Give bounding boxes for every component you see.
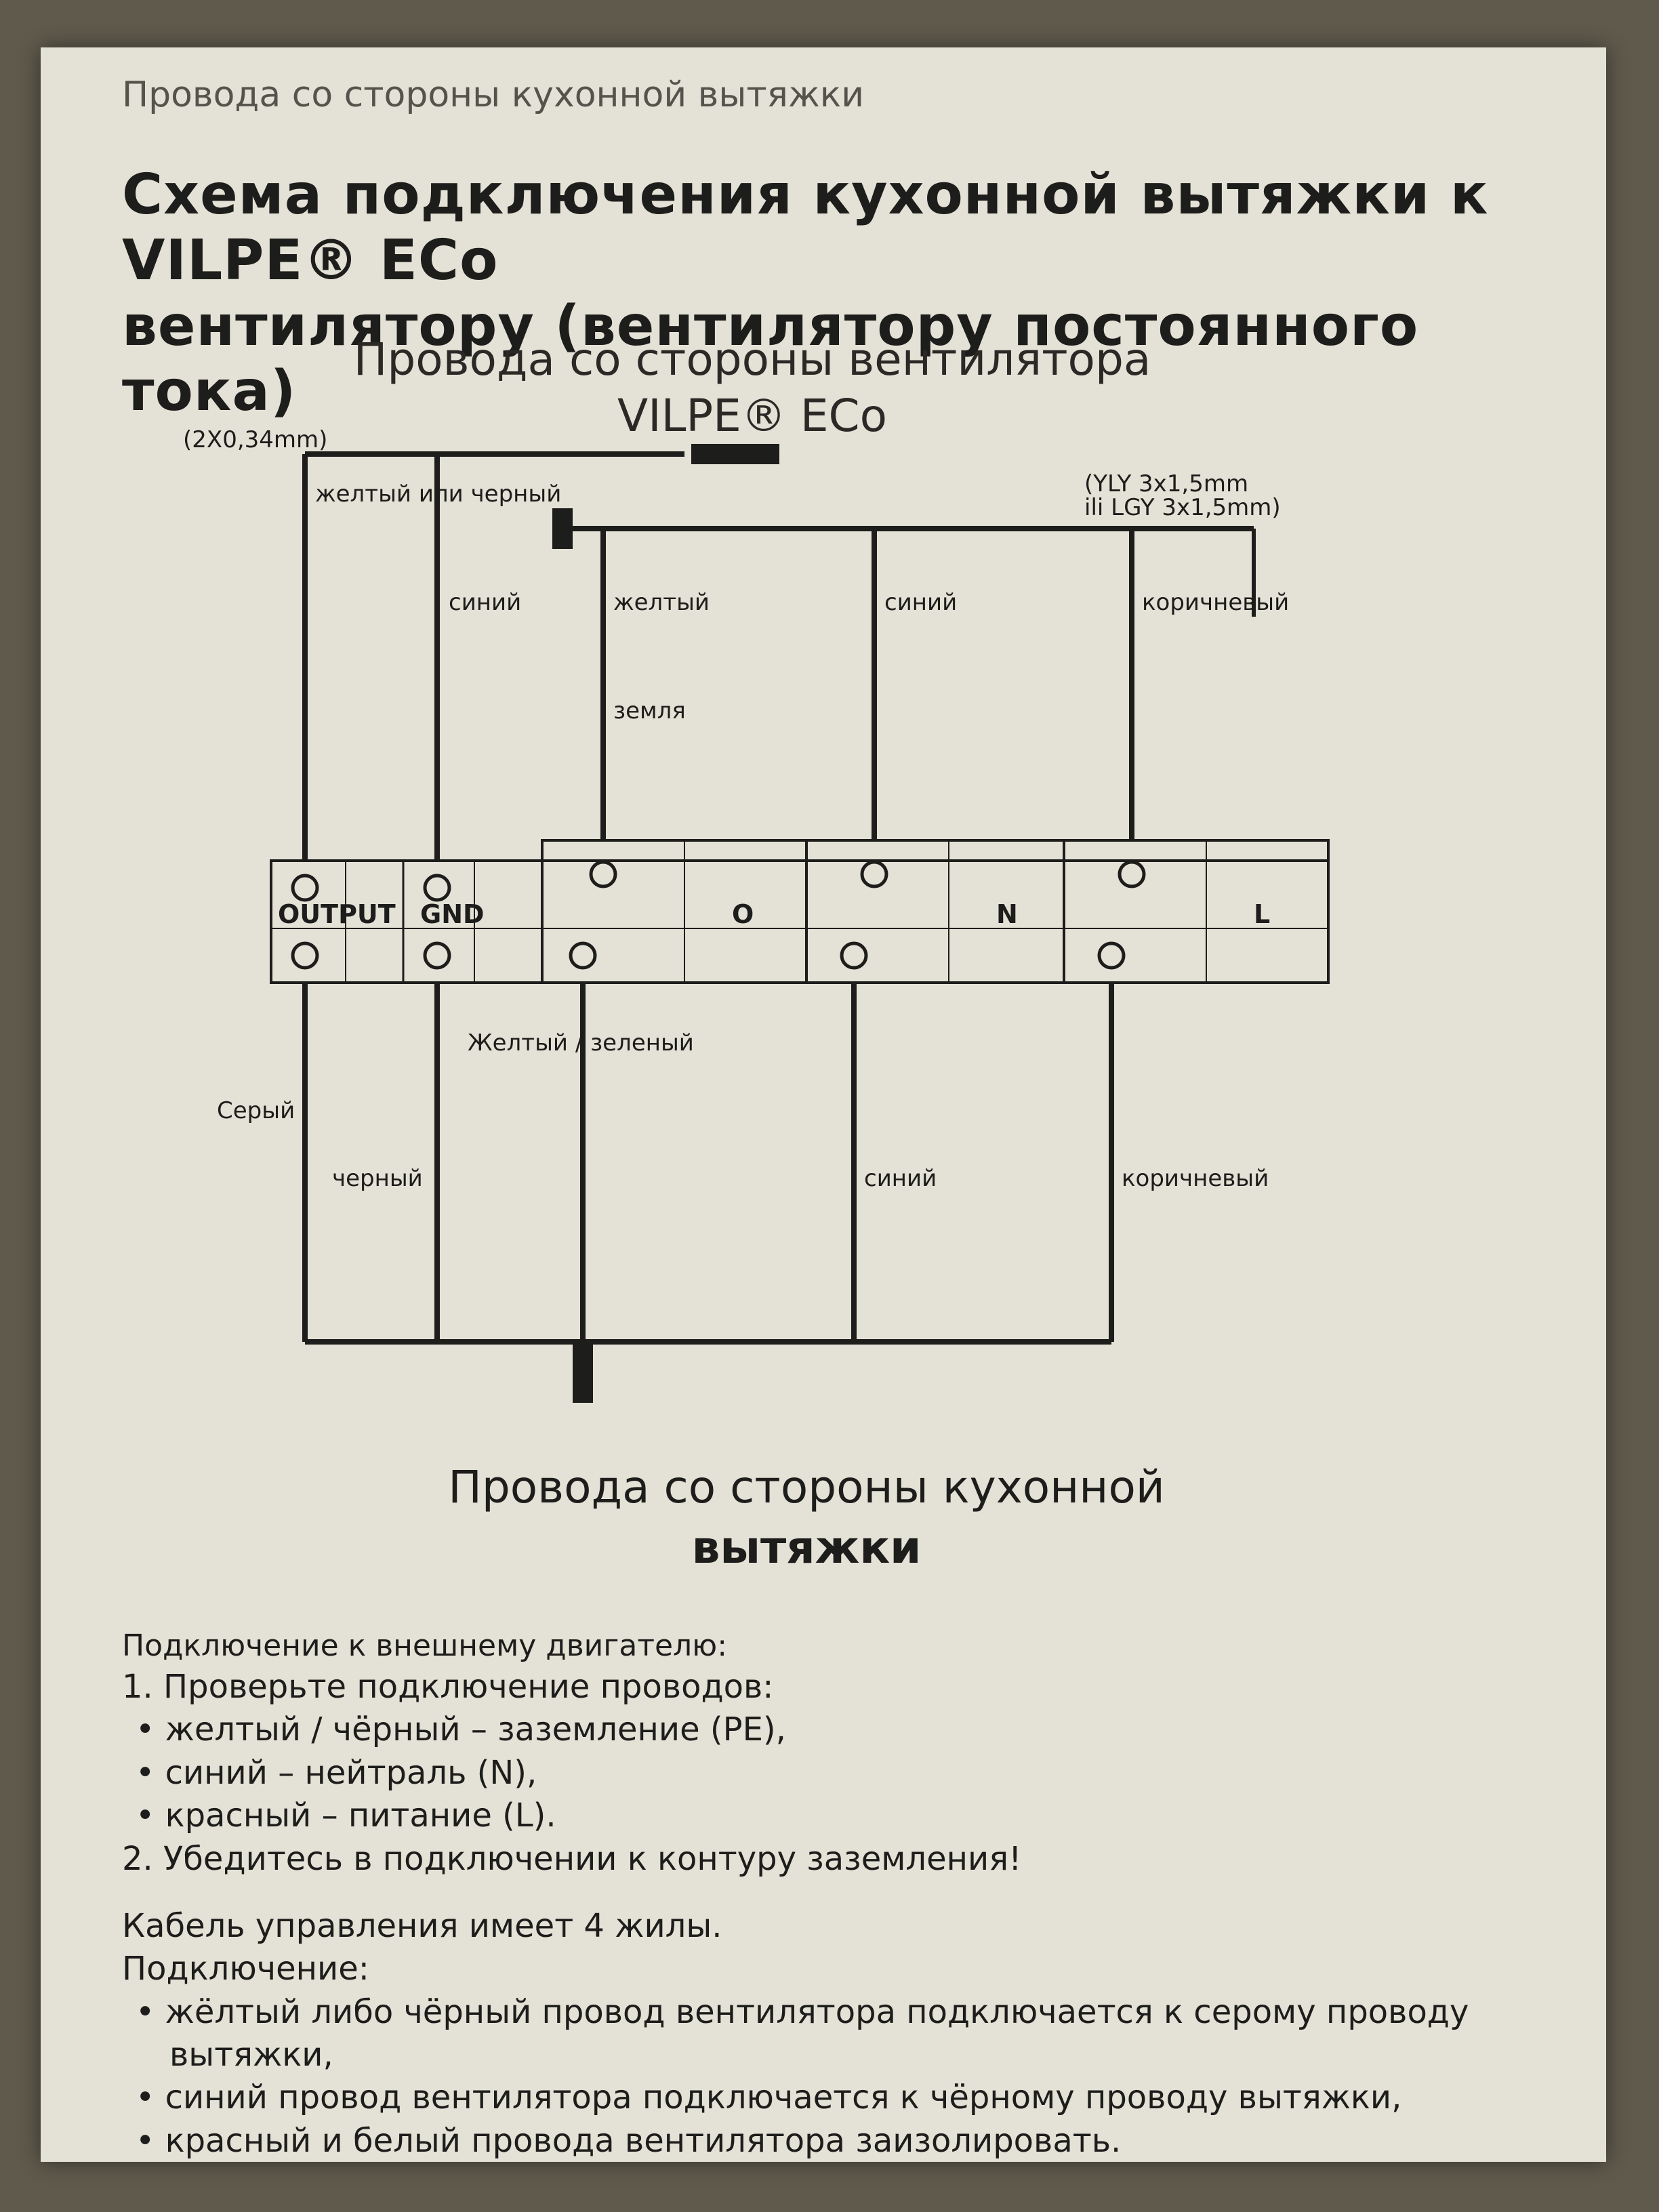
title-line-2: вентилятору (вентилятору постоянного ток… [122, 293, 1419, 424]
hood-wire-label: Желтый / зеленый [468, 1029, 694, 1057]
screw-icon [860, 860, 888, 888]
fan-wire-label: синий [449, 589, 521, 616]
bullet-text: красный и белый провода вентилятора заиз… [165, 2121, 1122, 2160]
terminal-label-n: N [996, 899, 1018, 929]
hood-wire-label: синий [864, 1165, 937, 1192]
fan-wire-label: земля [613, 697, 686, 724]
bullet-text: красный – питание (L). [165, 1797, 556, 1835]
screw-icon [840, 941, 868, 970]
terminal-label-l: L [1254, 899, 1270, 929]
hood-wire-label: коричневый [1122, 1165, 1269, 1192]
fan-control-cable-spec: (2X0,34mm) [183, 427, 327, 453]
bullet-text: синий – нейтраль (N), [165, 1753, 537, 1792]
terminal-label-gnd: GND [420, 899, 485, 929]
screw-icon [569, 941, 597, 970]
bullet-text: синий провод вентилятора подключается к … [165, 2078, 1402, 2117]
fan-wire-label: коричневый [1142, 589, 1289, 616]
instruction-bullet: • синий – нейтраль (N), [136, 1753, 537, 1792]
hood-wire-label: черный [332, 1165, 423, 1192]
instruction-step-2: 2. Убедитесь в подключении к контуру заз… [122, 1839, 1022, 1878]
connection-instructions: Подключение к внешнему двигателю: 1. Про… [122, 1626, 1532, 2162]
motor-connection-heading: Подключение к внешнему двигателю: [122, 1629, 728, 1663]
screw-icon [1118, 860, 1146, 888]
connection-heading: Подключение: [122, 1950, 369, 1988]
fan-wire-label: синий [884, 589, 957, 616]
fan-wire-label: желтый [613, 589, 710, 616]
instruction-bullet: • красный – питание (L). [136, 1797, 556, 1835]
fan-power-cable-spec-line-1: (YLY 3x1,5mm [1084, 470, 1248, 497]
page-title: Схема подключения кухонной вытяжки к VIL… [122, 163, 1511, 425]
instruction-bullet: • синий провод вентилятора подключается … [136, 2078, 1402, 2117]
hood-side-heading-line-1: Провода со стороны кухонной [448, 1461, 1165, 1513]
screw-icon [1097, 941, 1126, 970]
hood-side-heading: Провода со стороны кухонной вытяжки [163, 1457, 1450, 1578]
screw-icon [291, 941, 319, 970]
l-terminal [1063, 839, 1330, 984]
hood-wire-label: Серый [217, 1097, 295, 1124]
terminal-label-o: O [732, 899, 754, 929]
bullet-text: жёлтый либо чёрный провод вентилятора по… [165, 1992, 1469, 2074]
hood-side-heading-line-2: вытяжки [691, 1521, 922, 1574]
fan-power-cable-spec-line-2: ili LGY 3x1,5mm) [1084, 494, 1281, 521]
fan-side-heading-line-1: Провода со стороны вентилятора [353, 333, 1151, 386]
title-line-1: Схема подключения кухонной вытяжки к VIL… [122, 163, 1489, 293]
running-head: Провода со стороны кухонной вытяжки [122, 75, 864, 115]
wiring-diagram: OUTPUT GND O N L (2X0,34mm) желтый или ч… [183, 427, 1330, 1403]
fan-wire-label: желтый или черный [315, 480, 561, 508]
fan-side-heading: Провода со стороны вентилятора VILPE® EC… [244, 332, 1261, 444]
screw-icon [589, 860, 617, 888]
spacer [122, 1881, 1532, 1905]
bullet-text: желтый / чёрный – заземление (PE), [165, 1711, 786, 1749]
screw-icon [423, 941, 451, 970]
control-cable-heading: Кабель управления имеет 4 жилы. [122, 1906, 722, 1945]
instruction-step-1: 1. Проверьте подключение проводов: [122, 1668, 774, 1706]
screw-icon [291, 874, 319, 902]
instruction-bullet: • красный и белый провода вентилятора за… [136, 2121, 1122, 2160]
instruction-bullet: • желтый / чёрный – заземление (PE), [136, 1711, 786, 1749]
screw-icon [423, 874, 451, 902]
instruction-bullet: • жёлтый либо чёрный провод вентилятора … [136, 1992, 1469, 2074]
fan-side-heading-line-2: VILPE® ECo [617, 389, 888, 442]
terminal-label-output: OUTPUT [278, 899, 396, 929]
manual-page: Провода со стороны кухонной вытяжки Схем… [41, 47, 1606, 2162]
